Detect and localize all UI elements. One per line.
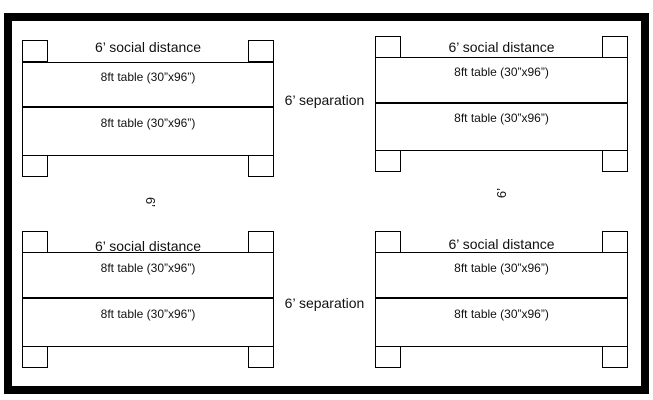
table-label: 8ft table (30”x96”) — [454, 111, 549, 125]
table-label: 8ft table (30”x96”) — [454, 307, 549, 321]
table-label: 8ft table (30”x96”) — [100, 70, 196, 84]
chair-bottom-left — [22, 346, 48, 368]
table-pair — [375, 252, 628, 347]
social-distance-label: 6’ social distance — [448, 236, 555, 252]
social-distance-label: 6’ social distance — [448, 39, 555, 55]
table-label: 8ft table (30”x96”) — [100, 116, 196, 130]
separation-label-top: 6’ separation — [284, 92, 365, 108]
chair-bottom-right — [602, 346, 628, 368]
table-pair — [22, 62, 274, 156]
chair-top-left — [22, 40, 48, 62]
vertical-gap-label-right: 6’ — [494, 187, 509, 199]
chair-top-right — [248, 231, 274, 253]
chair-bottom-right — [248, 346, 274, 368]
chair-top-left — [22, 231, 48, 253]
chair-bottom-right — [602, 150, 628, 172]
chair-bottom-left — [375, 346, 401, 368]
table-pair — [375, 57, 628, 151]
chair-bottom-left — [22, 155, 48, 177]
table-divider — [22, 106, 274, 108]
chair-bottom-right — [248, 155, 274, 177]
table-label: 8ft table (30”x96”) — [454, 65, 549, 79]
table-label: 8ft table (30”x96”) — [100, 261, 196, 275]
table-divider — [375, 102, 628, 104]
social-distance-label: 6’ social distance — [94, 238, 202, 254]
separation-label-bottom: 6’ separation — [284, 295, 365, 311]
table-pair — [22, 252, 274, 347]
chair-top-right — [602, 231, 628, 253]
chair-top-right — [602, 36, 628, 58]
table-divider — [22, 297, 274, 299]
chair-top-right — [248, 40, 274, 62]
chair-bottom-left — [375, 150, 401, 172]
social-distance-label: 6’ social distance — [94, 39, 202, 55]
table-label: 8ft table (30”x96”) — [454, 261, 549, 275]
chair-top-left — [375, 231, 401, 253]
table-divider — [375, 297, 628, 299]
vertical-gap-label-left: 6’ — [143, 196, 158, 208]
chair-top-left — [375, 36, 401, 58]
table-label: 8ft table (30”x96”) — [100, 307, 196, 321]
